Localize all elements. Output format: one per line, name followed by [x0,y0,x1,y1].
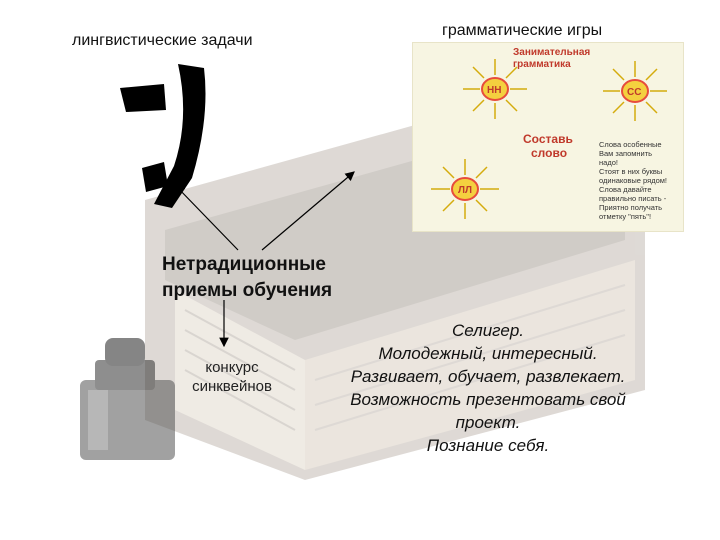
grammar-games-illustration: Занимательная грамматика НН СС Составь [413,43,683,231]
panel-title-line1: Занимательная [513,47,590,58]
hint-text-block: Слова особенные Вам запомнить надо! Стоя… [599,140,667,221]
hint-line: отметку "пять"! [599,212,651,221]
wheel-ll: ЛЛ [431,159,499,219]
syncwine-line1: конкурс [182,358,282,377]
hint-line: Слова давайте [599,185,652,194]
review-line: Познание себя. [300,434,676,457]
review-line: Молодежный, интересный. [300,342,676,365]
wheel-ss-label: СС [627,87,641,98]
syncwine-contest-label: конкурс синквейнов [182,358,282,396]
hint-line: Приятно получать [599,203,662,212]
hint-line: правильно писать - [599,194,667,203]
review-line: Селигер. [300,319,676,342]
wheel-nn-label: НН [487,85,501,96]
compose-word-line2: слово [531,146,567,160]
review-line: Возможность презентовать свой [300,388,676,411]
hint-line: надо! [599,158,618,167]
compose-word-line1: Составь [523,132,573,146]
syncwine-line2: синквейнов [182,377,282,396]
big-glyph-text: ? [112,58,113,59]
hint-line: Стоят в них буквы [599,167,662,176]
hint-line: Вам запомнить [599,149,652,158]
wheel-ss: СС [603,61,667,121]
review-text-block: Селигер. Молодежный, интересный. Развива… [300,319,676,457]
main-heading: Нетрадиционные приемы обучения [162,252,332,304]
grammar-games-label: грамматические игры [442,22,602,40]
wheel-ll-label: ЛЛ [458,185,472,196]
big-question-glyph: ? [112,58,212,213]
hint-line: одинаковые рядом! [599,176,667,185]
review-line: Развивает, обучает, развлекает. [300,365,676,388]
main-heading-line2: приемы обучения [162,278,332,304]
grammar-games-panel: Занимательная грамматика НН СС Составь [412,42,684,232]
main-heading-line1: Нетрадиционные [162,252,332,278]
hint-line: Слова особенные [599,140,662,149]
panel-title-line2: грамматика [513,59,571,70]
linguistic-tasks-label: лингвистические задачи [72,32,253,50]
review-line: проект. [300,411,676,434]
arrow-to-grammar-games [262,172,354,250]
